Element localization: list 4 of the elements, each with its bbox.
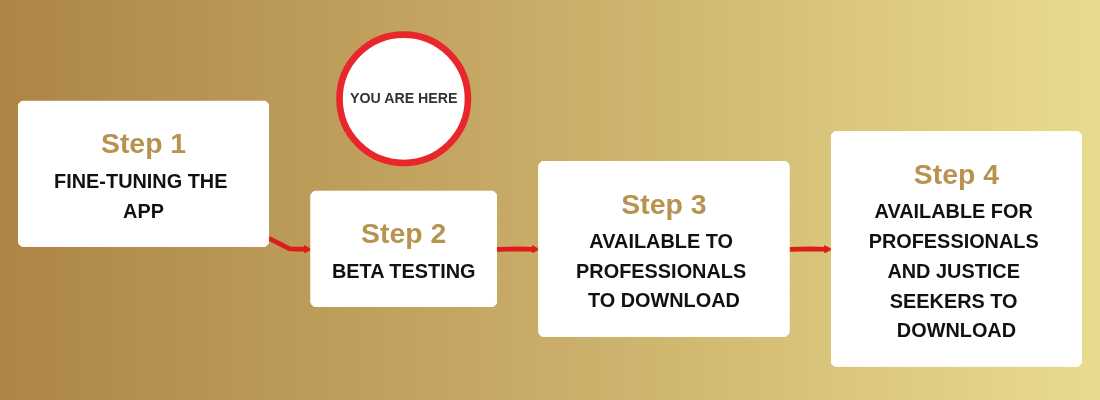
- arrow: [267, 236, 312, 254]
- arrow: [496, 244, 540, 254]
- node-circle: YOU ARE HERE: [336, 30, 472, 166]
- arrow: [789, 244, 833, 254]
